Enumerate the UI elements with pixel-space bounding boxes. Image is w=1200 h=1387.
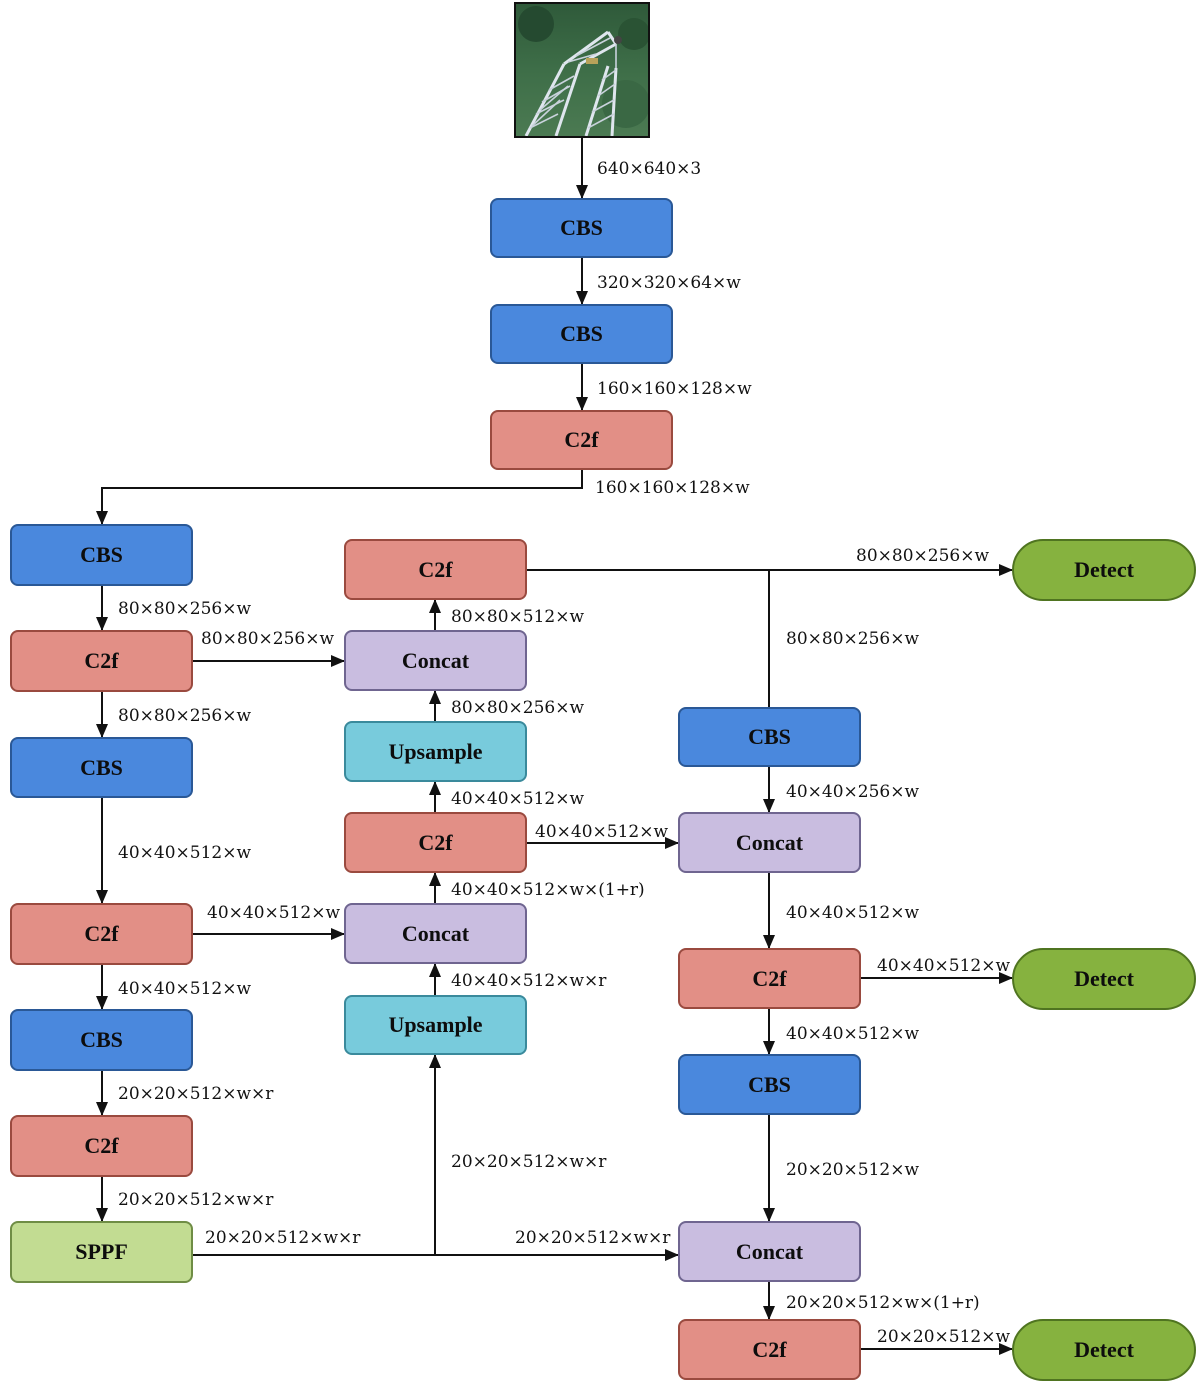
c2f-node-3: C2f [10, 903, 193, 965]
edge-label-e20: 80×80×512×w [451, 607, 584, 627]
c2f-node-right-2: C2f [678, 1319, 861, 1380]
edge-label-e27: 40×40×512×w [877, 956, 1010, 976]
edge-label-e21: 80×80×256×w [856, 546, 989, 566]
transmission-tower-photo-icon [516, 4, 648, 136]
cbs-node-4: CBS [10, 737, 193, 798]
edge-label-e25: 40×40×512×w [535, 822, 668, 842]
detect-head-1: Detect [1012, 539, 1196, 601]
edge-label-e3: 160×160×128×w [597, 379, 752, 399]
edge-label-e2: 320×320×64×w [597, 273, 741, 293]
concat-node-mid: Concat [344, 903, 527, 964]
edge-label-e28: 20×20×512×w [786, 1160, 919, 1180]
concat-node-right-2: Concat [678, 1221, 861, 1282]
edge-label-e7: 80×80×256×w [118, 706, 251, 726]
cbs-node-2: CBS [490, 304, 673, 364]
detect-head-3: Detect [1012, 1319, 1196, 1381]
c2f-node-mid: C2f [344, 812, 527, 873]
edge-label-e8: 40×40×512×w [118, 843, 251, 863]
edge-label-e29: 20×20×512×w×(1+r) [786, 1293, 980, 1313]
input-image [514, 2, 650, 138]
cbs-node-right-1: CBS [678, 707, 861, 767]
edge-label-e19: 80×80×256×w [451, 698, 584, 718]
concat-node-top: Concat [344, 630, 527, 691]
edge-label-e15: 20×20×512×w×r [451, 1152, 607, 1172]
c2f-node-2: C2f [10, 630, 193, 692]
edge-label-e14: 20×20×512×w×r [515, 1228, 671, 1248]
edge-label-e12: 20×20×512×w×r [118, 1190, 274, 1210]
edge-label-e23: 40×40×256×w [786, 782, 919, 802]
edge-label-e10: 40×40×512×w [118, 979, 251, 999]
edge-label-e30: 20×20×512×w [877, 1327, 1010, 1347]
edge-label-e4: 160×160×128×w [595, 478, 750, 498]
edge-label-e16: 40×40×512×w×r [451, 971, 607, 991]
cbs-node-right-2: CBS [678, 1054, 861, 1115]
upsample-node-bottom: Upsample [344, 995, 527, 1055]
edge-label-e13: 20×20×512×w×r [205, 1228, 361, 1248]
c2f-node-top: C2f [344, 539, 527, 600]
cbs-node-5: CBS [10, 1009, 193, 1071]
edge-label-e17: 40×40×512×w×(1+r) [451, 880, 645, 900]
edge-label-e18: 40×40×512×w [451, 789, 584, 809]
edge-label-e26: 40×40×512×w [786, 1024, 919, 1044]
c2f-node-right-1: C2f [678, 948, 861, 1009]
sppf-node: SPPF [10, 1221, 193, 1283]
cbs-node-3: CBS [10, 524, 193, 586]
edge-label-e6: 80×80×256×w [201, 629, 334, 649]
c2f-node-4: C2f [10, 1115, 193, 1177]
c2f-node-1: C2f [490, 410, 673, 470]
edge-e4 [96, 470, 583, 525]
cbs-node-1: CBS [490, 198, 673, 258]
edge-label-e11: 20×20×512×w×r [118, 1084, 274, 1104]
edge-label-e9: 40×40×512×w [207, 903, 340, 923]
upsample-node-top: Upsample [344, 721, 527, 782]
edge-label-e1: 640×640×3 [597, 159, 701, 179]
detect-head-2: Detect [1012, 948, 1196, 1010]
concat-node-right-1: Concat [678, 812, 861, 873]
edge-label-e22: 80×80×256×w [786, 629, 919, 649]
edge-label-e24: 40×40×512×w [786, 903, 919, 923]
edge-label-e5: 80×80×256×w [118, 599, 251, 619]
